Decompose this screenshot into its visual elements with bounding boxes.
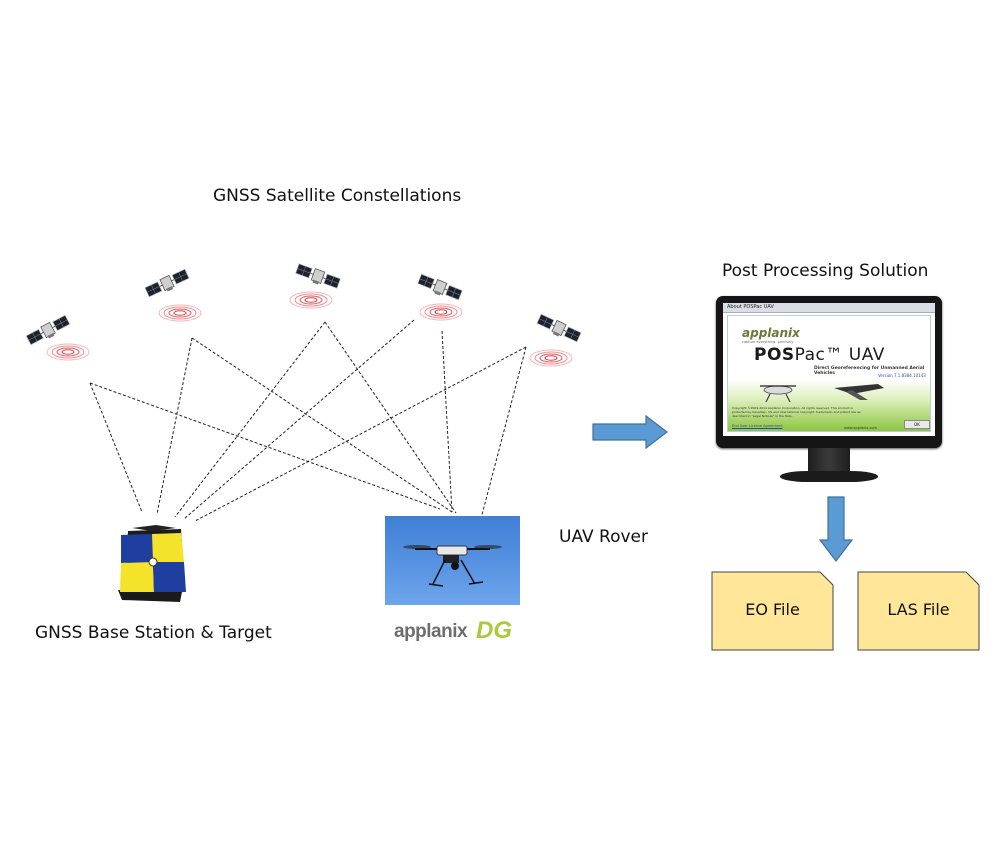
brand-tagline: capture everything. precisely. [742,340,794,344]
applanix-logo: applanix [394,621,468,642]
satellite-icon [25,313,72,348]
satellite-1 [25,313,90,361]
product-prefix: POS [754,345,795,365]
satellite-icon [144,267,191,301]
website-text: www.applanix.com [844,426,877,430]
satellite-5 [529,312,582,367]
signal-lines [89,319,527,531]
copyright-text: Copyright ©2009-2014 Applanix Corporatio… [732,406,861,418]
base-station-label: GNSS Base Station & Target [35,623,272,643]
uav-rover-photo [385,516,520,605]
satellite-icon [535,312,582,346]
ok-button[interactable]: OK [904,420,930,429]
product-name: POSPac™ UAV [754,345,885,365]
down-arrow [818,496,854,562]
satellite-2 [144,267,202,322]
satellite-icon [294,262,342,292]
product-suffix: Pac™ UAV [794,345,885,365]
monitor: About POSPac UAV applanix capture everyt… [716,296,942,484]
about-dialog: applanix capture everything. precisely. … [727,315,931,432]
satellite-icon [416,272,464,304]
monitor-neck [808,448,850,474]
satellite-4 [416,272,464,321]
las-file-label: LAS File [887,600,950,619]
base-station-target-icon [118,525,186,602]
uav-product-icon [760,384,884,403]
version-text: Version 7.1.8384.10143 [878,373,926,378]
eo-file: EO File [712,572,833,650]
license-link[interactable]: End User License Agreement [732,424,783,428]
monitor-stand [780,471,878,482]
las-file-shape [857,571,980,651]
eo-file-shape [711,571,834,651]
software-brand: applanix [742,326,800,340]
satellite-3 [289,262,342,309]
las-file: LAS File [858,572,979,650]
constellations-label: GNSS Satellite Constellations [213,186,462,206]
post-processing-label: Post Processing Solution [722,261,929,281]
monitor-bezel: About POSPac UAV applanix capture everyt… [716,296,942,448]
right-arrow [592,414,668,450]
eo-file-label: EO File [745,600,800,619]
window-title: About POSPac UAV [723,303,935,313]
monitor-screen: About POSPac UAV applanix capture everyt… [723,303,935,436]
dg-logo: DG [476,617,512,644]
product-subtitle: Direct Georeferencing for Unmanned Aeria… [814,366,925,376]
uav-rover-label: UAV Rover [559,527,648,547]
drone-icon [403,545,502,587]
